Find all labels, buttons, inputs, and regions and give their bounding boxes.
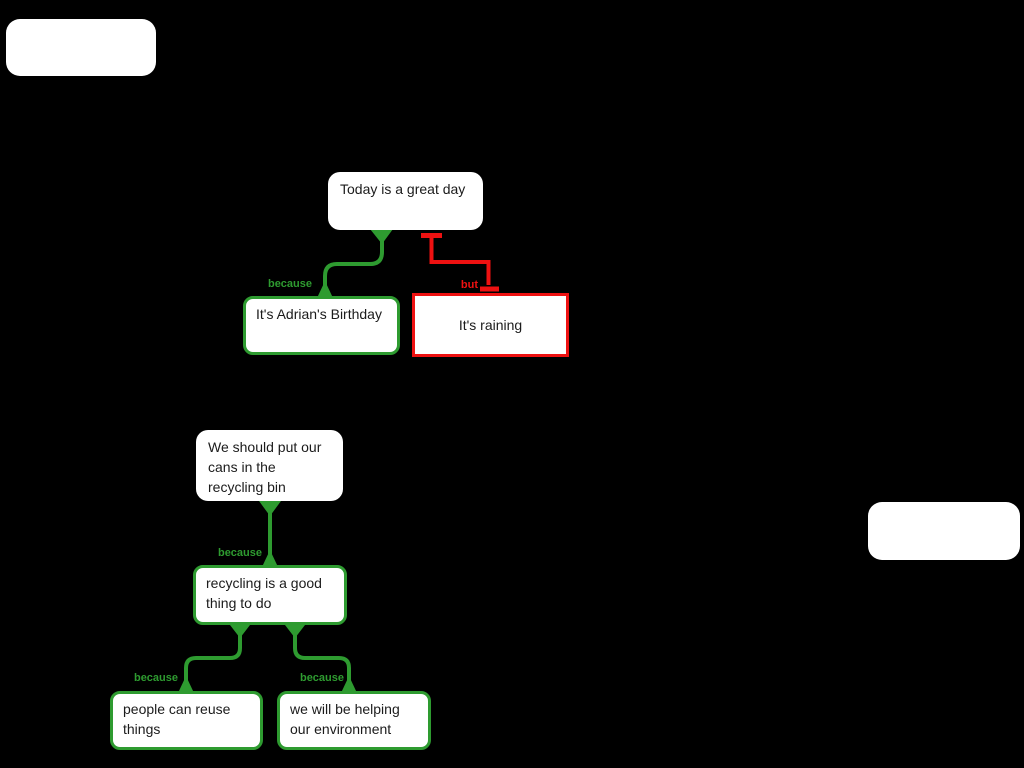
- support-connector-anchor: [178, 676, 194, 693]
- tree2-subsupport2-connector: [285, 625, 357, 693]
- support-connector-anchor: [262, 550, 278, 567]
- tree2-support-connector-label: because: [217, 547, 262, 559]
- tree2-claim-node[interactable]: We should put our cans in the recycling …: [196, 430, 343, 501]
- support-connector-anchor: [317, 281, 333, 298]
- support-connector-line: [184, 634, 242, 681]
- support-connector-line: [293, 634, 351, 681]
- support-connector-funnel: [285, 625, 305, 638]
- tree1-objection-connector: [421, 233, 499, 292]
- support-connector-funnel: [259, 501, 281, 516]
- tree2-subsupport1-connector-label: because: [133, 672, 178, 684]
- support-connector-funnel: [370, 229, 393, 244]
- support-connector-anchor: [341, 676, 357, 693]
- tree1-claim-node[interactable]: Today is a great day: [328, 172, 483, 230]
- tree2-subsupport1-connector: [178, 625, 250, 693]
- tree1-support-connector: [317, 229, 393, 298]
- objection-connector-line: [429, 238, 491, 285]
- tree1-support-connector-label: because: [267, 278, 312, 290]
- tree2-subsupport2-connector-label: because: [299, 672, 344, 684]
- empty-node-right[interactable]: [868, 502, 1020, 560]
- tree2-subreason1-node[interactable]: people can reuse things: [110, 691, 263, 750]
- tree2-reason-node[interactable]: recycling is a good thing to do: [193, 565, 347, 625]
- tree1-reason-node[interactable]: It's Adrian's Birthday: [243, 296, 400, 355]
- tree2-support-connector: [259, 501, 281, 567]
- support-connector-funnel: [230, 625, 250, 638]
- tree2-subreason2-node[interactable]: we will be helping our environment: [277, 691, 431, 750]
- tree1-objection-connector-label: but: [460, 279, 478, 291]
- empty-node-top-left[interactable]: [6, 19, 156, 76]
- tree1-objection-node[interactable]: It's raining: [412, 293, 569, 357]
- support-connector-line: [323, 240, 384, 288]
